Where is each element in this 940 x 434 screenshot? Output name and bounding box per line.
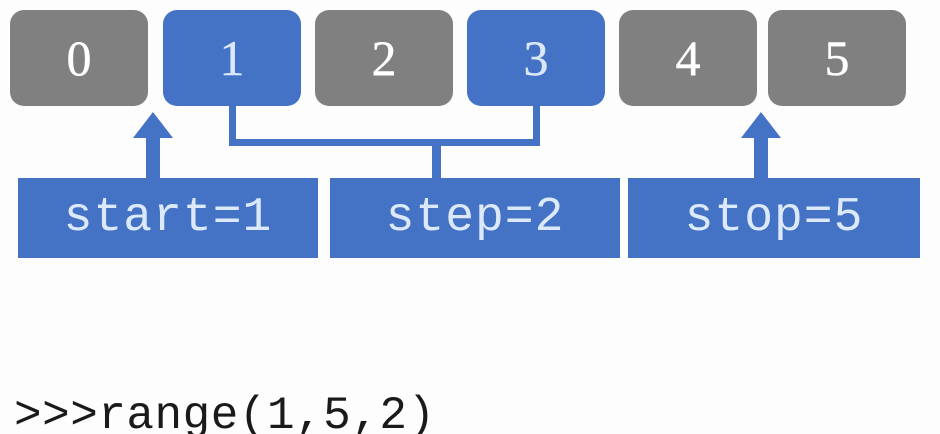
step-bracket-stem — [432, 139, 441, 181]
console-output: >>>range(1,5,2) 1, 3 — [14, 283, 436, 434]
sequence-cell-2[interactable]: 2 — [315, 10, 453, 106]
step-param-label: step=2 — [385, 191, 565, 245]
start-param-label: start=1 — [63, 191, 273, 245]
sequence-cell-label: 1 — [219, 30, 245, 86]
step-bracket-left-riser — [229, 104, 236, 146]
start-param-box[interactable]: start=1 — [18, 178, 318, 258]
console-prompt-line: >>>range(1,5,2) — [14, 389, 436, 434]
step-bracket-right-riser — [533, 104, 540, 146]
sequence-cell-3[interactable]: 3 — [467, 10, 605, 106]
step-param-box[interactable]: step=2 — [330, 178, 620, 258]
sequence-cell-label: 3 — [523, 30, 549, 86]
stop-param-box[interactable]: stop=5 — [628, 178, 920, 258]
sequence-cell-0[interactable]: 0 — [10, 10, 148, 106]
step-bracket-crossbar — [229, 139, 540, 146]
stop-arrow-shaft — [754, 136, 768, 184]
sequence-cell-1[interactable]: 1 — [163, 10, 301, 106]
sequence-cell-label: 2 — [371, 30, 397, 86]
stop-arrow-head — [741, 112, 781, 138]
sequence-cell-4[interactable]: 4 — [619, 10, 757, 106]
sequence-cell-5[interactable]: 5 — [768, 10, 906, 106]
sequence-cell-label: 4 — [675, 30, 701, 86]
sequence-cell-label: 0 — [66, 30, 92, 86]
start-arrow-head — [133, 112, 173, 138]
sequence-cell-label: 5 — [824, 30, 850, 86]
stop-param-label: stop=5 — [684, 191, 864, 245]
start-arrow-shaft — [146, 136, 160, 184]
